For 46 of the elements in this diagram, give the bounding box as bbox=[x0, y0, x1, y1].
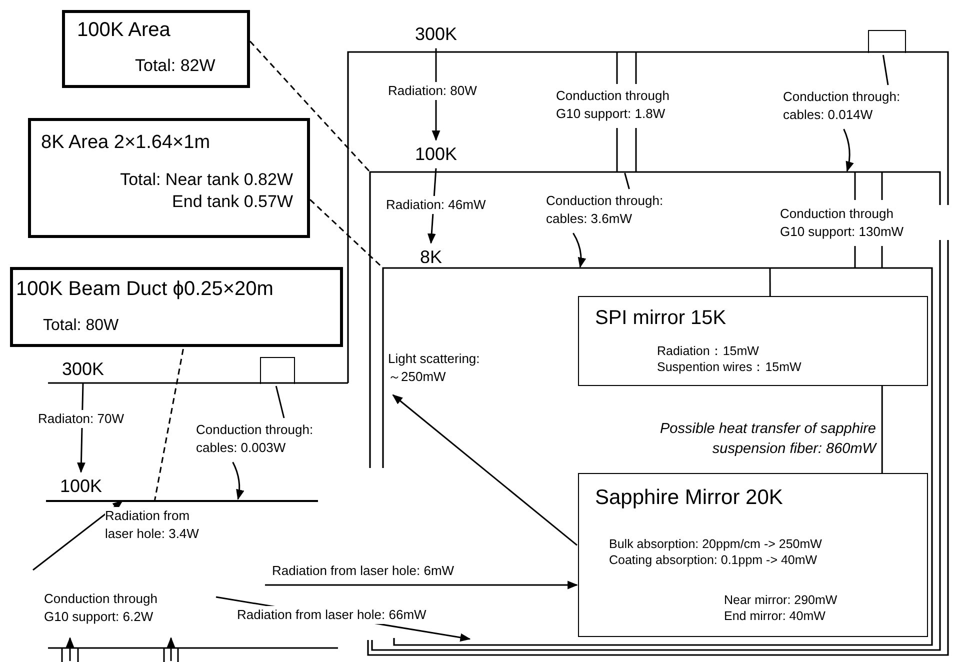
box-text: Bulk absorption: 20ppm/cm -> 250mW Coating absorption: 0.1ppm -> 40mW bbox=[609, 536, 823, 568]
box-text: Radiation：15mW Suspention wires：15mW bbox=[657, 343, 802, 376]
leader-line bbox=[154, 348, 184, 500]
leader-line bbox=[309, 199, 384, 269]
edge-label: Radiation: 80W bbox=[388, 82, 477, 100]
box-text: Total: 80W bbox=[43, 316, 119, 336]
temperature-label: 8K bbox=[420, 245, 442, 270]
heat-flow-arrow bbox=[392, 394, 578, 546]
box-heading: Sapphire Mirror 20K bbox=[595, 485, 783, 511]
edge-label: Radiation from laser hole: 66mW bbox=[237, 606, 426, 624]
edge-label: Radiaton: 70W bbox=[38, 410, 124, 428]
mirror-box bbox=[578, 473, 928, 637]
annotation-text: Conduction through: cables: 3.6mW bbox=[546, 192, 706, 228]
temperature-label: 300K bbox=[415, 22, 458, 46]
leader-line bbox=[249, 40, 371, 172]
edge-label: Radiation: 46mW bbox=[386, 196, 486, 214]
suspension-wire bbox=[769, 268, 771, 296]
annotation-text: Conduction through: cables: 0.014W bbox=[783, 88, 943, 124]
heat-flow-arrow bbox=[265, 580, 578, 590]
heat-flow-arrow bbox=[572, 232, 586, 268]
heat-flow-arrow bbox=[232, 462, 244, 500]
temperature-label: 100K bbox=[60, 474, 102, 498]
box-heading: 100K Beam Duct ϕ0.25×20m bbox=[16, 277, 274, 302]
box-heading: SPI mirror 15K bbox=[595, 306, 726, 331]
box-text: Total: Near tank 0.82W End tank 0.57W bbox=[119, 169, 293, 214]
temperature-label: 300K bbox=[62, 357, 104, 382]
leader-line bbox=[275, 386, 285, 418]
cable-feedthrough bbox=[260, 357, 295, 384]
mirror-box bbox=[578, 296, 928, 386]
leader-line bbox=[624, 172, 630, 190]
box-heading: 100K Area bbox=[77, 18, 170, 43]
leader-line bbox=[882, 54, 889, 86]
box-text: Near mirror: 290mW End mirror: 40mW bbox=[724, 592, 838, 624]
edge-label: Possible heat transfer of sapphire suspension fiber: 860mW bbox=[658, 420, 876, 459]
info-box bbox=[28, 118, 310, 238]
info-box bbox=[10, 267, 343, 347]
box-heading: 8K Area 2×1.64×1m bbox=[41, 131, 210, 155]
annotation-text: Conduction through G10 support: 130mW bbox=[780, 205, 950, 240]
heat-flow-arrow bbox=[32, 500, 124, 571]
cable-feedthrough bbox=[868, 30, 906, 53]
temperature-label: 100K bbox=[415, 142, 458, 166]
suspension-fiber bbox=[881, 386, 883, 473]
annotation-text: Conduction through: cables: 0.003W bbox=[196, 421, 356, 456]
info-box bbox=[62, 10, 250, 88]
heat-flow-arrow bbox=[843, 128, 854, 172]
box-text: Total: 82W bbox=[135, 55, 216, 77]
